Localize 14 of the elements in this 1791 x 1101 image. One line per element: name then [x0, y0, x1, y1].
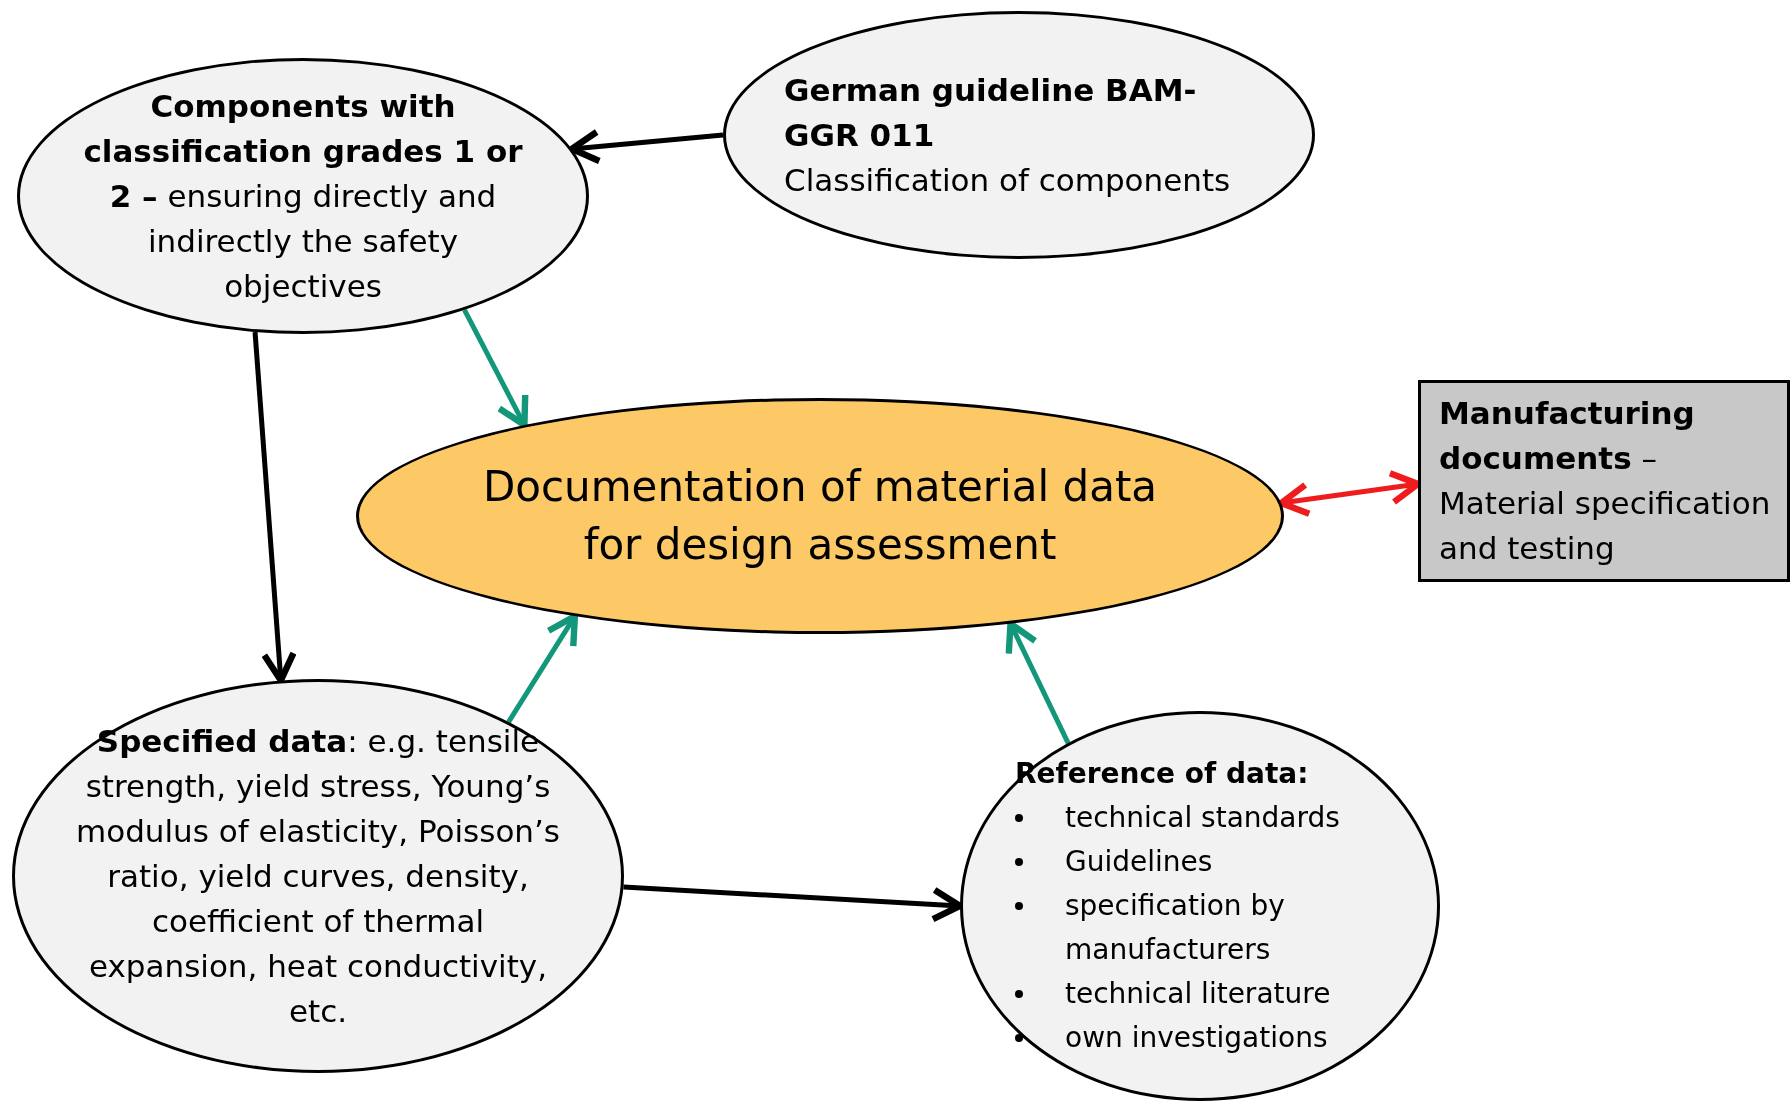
arrow — [462, 308, 529, 429]
list-item: technical standards — [1065, 800, 1340, 836]
node-text: Documentation of material data for design assessment — [481, 461, 1159, 571]
node-text: Components with classification grades 1 or 2 – ensuring directly and indirectly the safety objectives — [82, 86, 524, 306]
list-item: own investigations — [1065, 1020, 1328, 1056]
node-text: Manufacturing documents – Material specification and testing — [1439, 394, 1772, 568]
node-text: Specified data: e.g. tensile strength, yield stress, Young’s modulus of elasticity, Poisson’s ratio, yield curves, density, coefficient of thermal expansion, heat conductivity, etc. — [74, 721, 561, 1031]
node-heading: German guideline BAM-GGR 011 — [784, 70, 1198, 155]
list-item: Guidelines — [1065, 844, 1213, 880]
arrow — [568, 128, 724, 165]
list-item: technical literature — [1065, 976, 1331, 1012]
document-box — [1418, 380, 1790, 582]
arrow — [506, 613, 579, 724]
node-text: Classification of components — [784, 160, 1232, 200]
